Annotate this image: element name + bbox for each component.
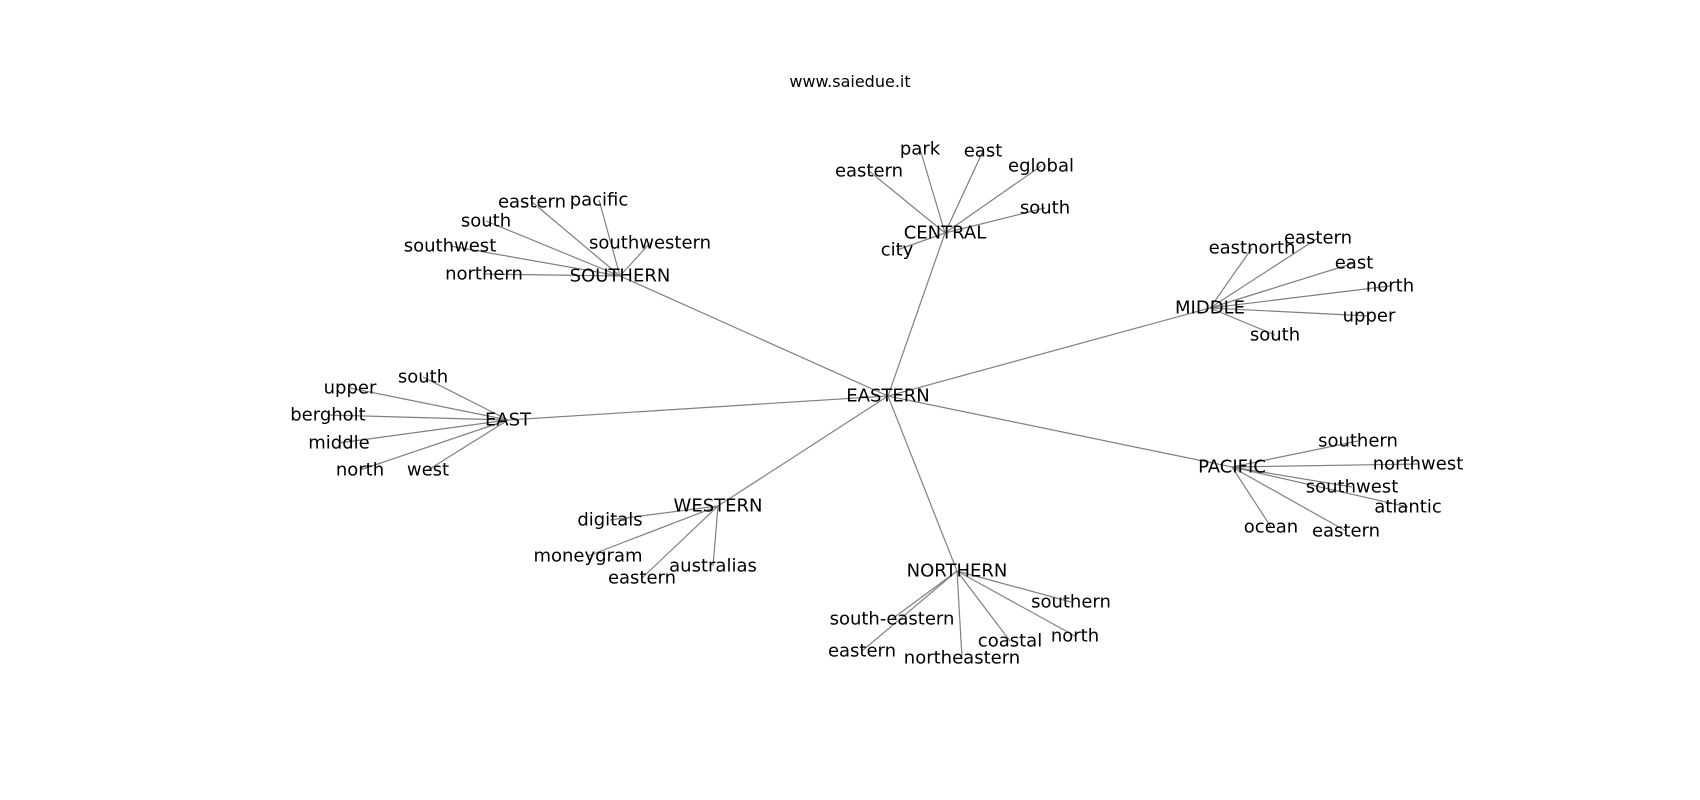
root-node-label: EASTERN <box>846 386 929 407</box>
edge-east-upper <box>349 387 509 421</box>
edge-southern-south <box>485 220 621 277</box>
leaf-node-northern-north: north <box>1051 626 1099 647</box>
edge-northern-coastal <box>956 570 1011 642</box>
leaf-node-northern-eastern: eastern <box>828 641 896 662</box>
edge-northern-south-eastern <box>891 570 958 620</box>
leaf-node-east-middle: middle <box>308 433 369 454</box>
edge-east-middle <box>338 419 509 444</box>
edge-root-pacific <box>887 395 1233 468</box>
edge-east-south <box>422 376 509 421</box>
edge-southern-pacific <box>598 199 621 277</box>
edge-middle-eastern <box>1209 237 1319 309</box>
edge-southern-southwest <box>449 245 621 277</box>
leaf-node-east-west: west <box>407 460 449 481</box>
edge-southern-eastern <box>531 201 621 277</box>
edge-pacific-southern <box>1231 440 1359 468</box>
edge-east-bergholt <box>327 414 509 421</box>
edge-northern-northeastern <box>956 570 963 659</box>
edge-southern-southwestern <box>619 242 651 277</box>
edge-northern-north <box>956 570 1076 637</box>
leaf-node-pacific-eastern: eastern <box>1312 521 1380 542</box>
hub-node-east: EAST <box>485 410 532 431</box>
leaf-node-central-eglobal: eglobal <box>1008 156 1074 177</box>
leaf-node-central-park: park <box>900 139 941 160</box>
leaf-node-pacific-ocean: ocean <box>1244 517 1298 538</box>
hub-node-southern: SOUTHERN <box>570 266 671 287</box>
edge-southern-northern <box>483 273 621 277</box>
leaf-node-southern-southwestern: southwestern <box>589 233 711 254</box>
edge-pacific-ocean <box>1231 466 1272 528</box>
leaf-node-pacific-southwest: southwest <box>1306 477 1399 498</box>
leaf-node-northern-southern: southern <box>1031 592 1111 613</box>
edge-central-south <box>944 207 1046 234</box>
leaf-node-northern-northeastern: northeastern <box>904 648 1020 669</box>
edge-middle-south <box>1209 307 1276 336</box>
leaf-node-pacific-northwest: northwest <box>1373 454 1464 475</box>
edge-east-north <box>359 419 509 471</box>
edge-root-east <box>507 395 889 421</box>
leaf-node-western-australias: australias <box>669 556 757 577</box>
edge-root-middle <box>887 307 1211 397</box>
edge-middle-upper <box>1209 307 1370 317</box>
edge-central-eastern <box>868 170 946 234</box>
edge-root-southern <box>619 275 889 397</box>
edge-central-park <box>919 148 946 234</box>
leaf-node-southern-south: south <box>461 211 511 232</box>
leaf-node-southern-eastern: eastern <box>498 192 566 213</box>
edge-east-west <box>427 419 509 471</box>
leaf-node-western-eastern: eastern <box>608 568 676 589</box>
edge-western-eastern <box>641 505 719 579</box>
leaf-node-central-eastern: eastern <box>835 161 903 182</box>
edge-root-central <box>887 232 946 397</box>
hub-node-central: CENTRAL <box>904 223 987 244</box>
leaf-node-middle-upper: upper <box>1343 306 1396 327</box>
leaf-node-central-south: south <box>1020 198 1070 219</box>
leaf-node-middle-south: south <box>1250 325 1300 346</box>
leaf-node-pacific-atlantic: atlantic <box>1374 497 1441 518</box>
leaf-node-southern-pacific: pacific <box>570 190 629 211</box>
edge-middle-eastnorth <box>1209 247 1253 309</box>
edge-central-east <box>944 150 984 234</box>
leaf-node-western-moneygram: moneygram <box>533 546 642 567</box>
leaf-node-middle-east: east <box>1335 253 1374 274</box>
leaf-node-east-upper: upper <box>324 378 377 399</box>
edge-root-western <box>717 395 889 507</box>
edge-middle-north <box>1209 285 1391 309</box>
leaf-node-central-east: east <box>964 141 1003 162</box>
edge-northern-southern <box>956 570 1072 603</box>
leaf-node-western-digitals: digitals <box>577 510 642 531</box>
leaf-node-southern-southwest: southwest <box>404 236 497 257</box>
edge-western-moneygram <box>587 505 719 557</box>
edge-pacific-eastern <box>1231 466 1347 532</box>
edge-pacific-atlantic <box>1231 466 1409 508</box>
leaf-node-east-bergholt: bergholt <box>290 405 366 426</box>
leaf-node-east-north: north <box>336 460 384 481</box>
leaf-node-middle-eastnorth: eastnorth <box>1209 238 1296 259</box>
edge-western-australias <box>712 505 719 567</box>
leaf-node-pacific-southern: southern <box>1318 431 1398 452</box>
leaf-node-central-city: city <box>881 240 914 261</box>
hub-node-northern: NORTHERN <box>907 561 1008 582</box>
leaf-node-northern-coastal: coastal <box>978 631 1042 652</box>
leaf-node-middle-north: north <box>1366 276 1414 297</box>
edge-western-digitals <box>609 505 719 521</box>
leaf-node-northern-south-eastern: south-eastern <box>830 609 955 630</box>
edge-central-city <box>896 232 946 251</box>
graph-labels: EASTERN CENTRAL park east eastern eglobal sout… <box>290 139 1463 669</box>
edge-central-eglobal <box>944 165 1042 234</box>
edge-root-northern <box>887 395 958 572</box>
edge-northern-eastern <box>861 570 958 652</box>
leaf-node-middle-eastern: eastern <box>1284 228 1352 249</box>
hub-node-middle: MIDDLE <box>1175 298 1245 319</box>
edge-pacific-southwest <box>1231 466 1353 488</box>
watermark: www.saiedue.it <box>789 72 911 91</box>
graph-edges <box>327 148 1419 659</box>
edge-pacific-northwest <box>1231 463 1419 468</box>
edge-middle-east <box>1209 262 1355 309</box>
hub-node-pacific: PACIFIC <box>1198 457 1266 478</box>
leaf-node-southern-northern: northern <box>445 264 523 285</box>
hub-node-western: WESTERN <box>674 496 763 517</box>
leaf-node-east-south: south <box>398 367 448 388</box>
